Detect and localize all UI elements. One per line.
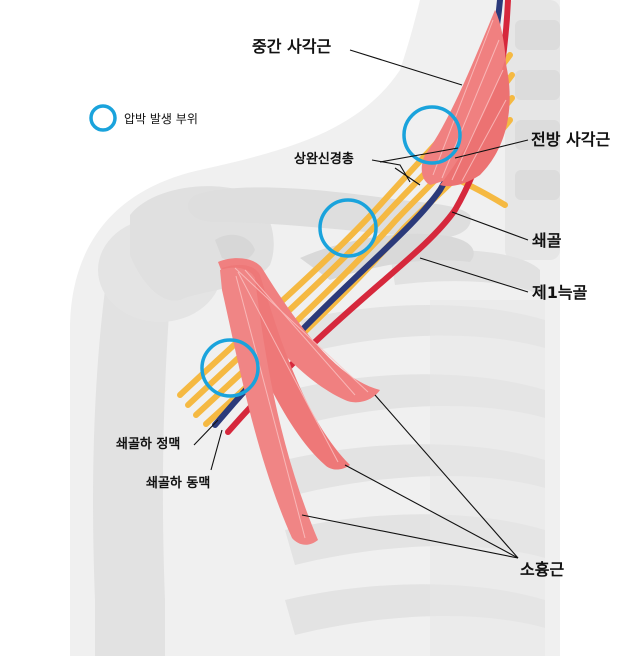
label-anterior-scalene: 전방 사각근 xyxy=(531,130,610,149)
label-brachial-plexus: 상완신경총 xyxy=(294,151,354,167)
label-clavicle: 쇄골 xyxy=(532,231,562,250)
label-subclavian-vein: 쇄골하 정맥 xyxy=(116,436,180,452)
legend-ring-icon xyxy=(91,106,115,130)
label-subclavian-artery: 쇄골하 동맥 xyxy=(146,475,210,491)
label-pectoralis-minor: 소흉근 xyxy=(520,560,564,579)
legend-label: 압박 발생 부위 xyxy=(124,112,198,126)
label-first-rib: 제1늑골 xyxy=(532,283,588,302)
label-middle-scalene: 중간 사각근 xyxy=(252,37,331,56)
legend: 압박 발생 부위 xyxy=(91,106,198,130)
